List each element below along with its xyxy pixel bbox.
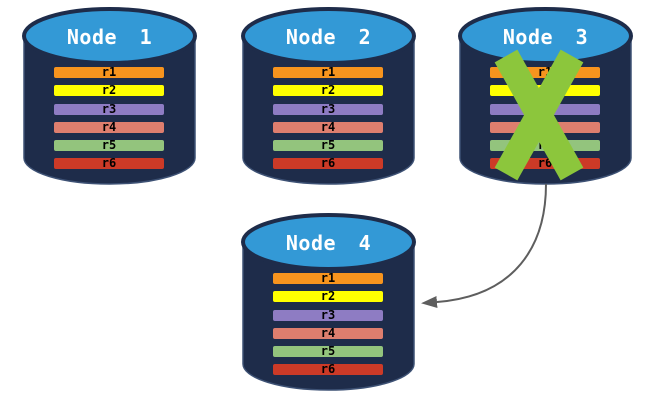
replica-rows: r1 r2 r3 r4 r5 r6 <box>53 66 165 176</box>
row-r1: r1 <box>53 66 165 79</box>
node-4: Node 4 r1 r2 r3 r4 r5 r6 <box>241 212 416 394</box>
row-r1: r1 <box>272 272 384 285</box>
node-title: Node 4 <box>285 231 372 255</box>
arrow-curve <box>421 183 547 308</box>
row-r5: r5 <box>272 345 384 359</box>
cylinder-top-ellipse <box>241 213 416 271</box>
row-r5: r5 <box>489 139 601 153</box>
node-title: Node 2 <box>285 25 372 49</box>
row-r3: r3 <box>272 308 384 322</box>
row-r5: r5 <box>272 139 384 153</box>
row-r2: r2 <box>272 290 384 304</box>
row-r2: r2 <box>53 84 165 98</box>
row-r6: r6 <box>489 157 601 171</box>
row-r6: r6 <box>272 363 384 377</box>
replica-rows: r1 r2 r3 r4 r5 r6 <box>272 66 384 176</box>
row-r3: r3 <box>272 102 384 116</box>
replica-rows: r1 r2 r3 r4 r5 r6 <box>489 66 601 176</box>
row-r3: r3 <box>53 102 165 116</box>
cylinder-top-ellipse <box>241 7 416 65</box>
row-r2: r2 <box>489 84 601 98</box>
row-r3: r3 <box>489 102 601 116</box>
node-title: Node 3 <box>502 25 589 49</box>
row-r4: r4 <box>272 326 384 340</box>
row-r6: r6 <box>53 157 165 171</box>
row-r5: r5 <box>53 139 165 153</box>
replica-rows: r1 r2 r3 r4 r5 r6 <box>272 272 384 382</box>
node-2: Node 2 r1 r2 r3 r4 r5 r6 <box>241 6 416 188</box>
row-r2: r2 <box>272 84 384 98</box>
row-r1: r1 <box>272 66 384 79</box>
node-title: Node 1 <box>66 25 153 49</box>
cylinder-top-ellipse <box>22 7 197 65</box>
row-r4: r4 <box>489 120 601 134</box>
node-3: Node 3 r1 r2 r3 r4 r5 r6 <box>458 6 633 188</box>
row-r4: r4 <box>53 120 165 134</box>
node-1: Node 1 r1 r2 r3 r4 r5 r6 <box>22 6 197 188</box>
row-r1: r1 <box>489 66 601 79</box>
row-r6: r6 <box>272 157 384 171</box>
row-r4: r4 <box>272 120 384 134</box>
